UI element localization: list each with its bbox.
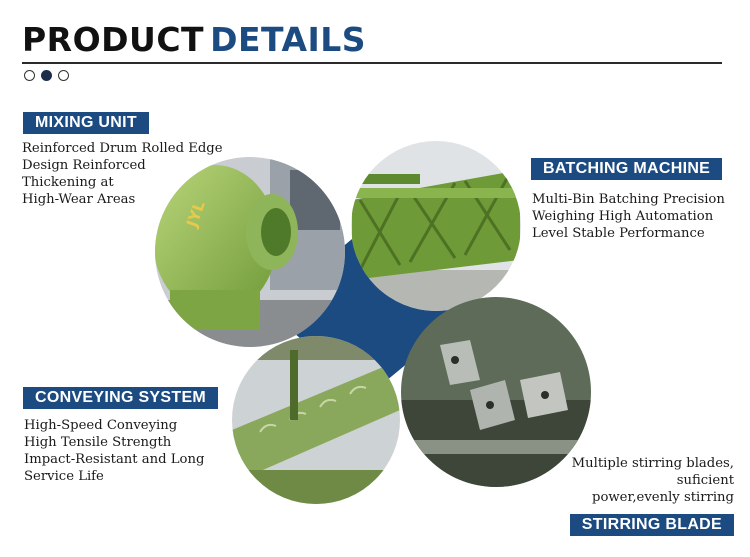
conveying-system-label: CONVEYING SYSTEM bbox=[23, 387, 219, 409]
stirring-blade-description: Multiple stirring blades, suficient powe… bbox=[571, 456, 734, 505]
title-part-details: DETAILS bbox=[210, 20, 367, 59]
mixing-unit-label: MIXING UNIT bbox=[23, 112, 149, 134]
conveying-system-description: High-Speed Conveying High Tensile Streng… bbox=[24, 418, 205, 484]
pagination-dot-3[interactable] bbox=[58, 70, 69, 81]
pagination-dots bbox=[24, 70, 69, 81]
mixing-unit-description: Reinforced Drum Rolled Edge Design Reinf… bbox=[22, 141, 223, 207]
title-underline bbox=[22, 62, 722, 64]
title-part-product: PRODUCT bbox=[22, 20, 205, 59]
conveying-system-photo bbox=[232, 336, 400, 504]
pagination-dot-1[interactable] bbox=[24, 70, 35, 81]
stirring-blade-label: STIRRING BLADE bbox=[569, 514, 734, 536]
stirring-blade-photo bbox=[401, 297, 591, 487]
batching-machine-description: Multi-Bin Batching Precision Weighing Hi… bbox=[532, 192, 725, 241]
pagination-dot-2-active[interactable] bbox=[41, 70, 52, 81]
batching-machine-label: BATCHING MACHINE bbox=[531, 158, 723, 180]
